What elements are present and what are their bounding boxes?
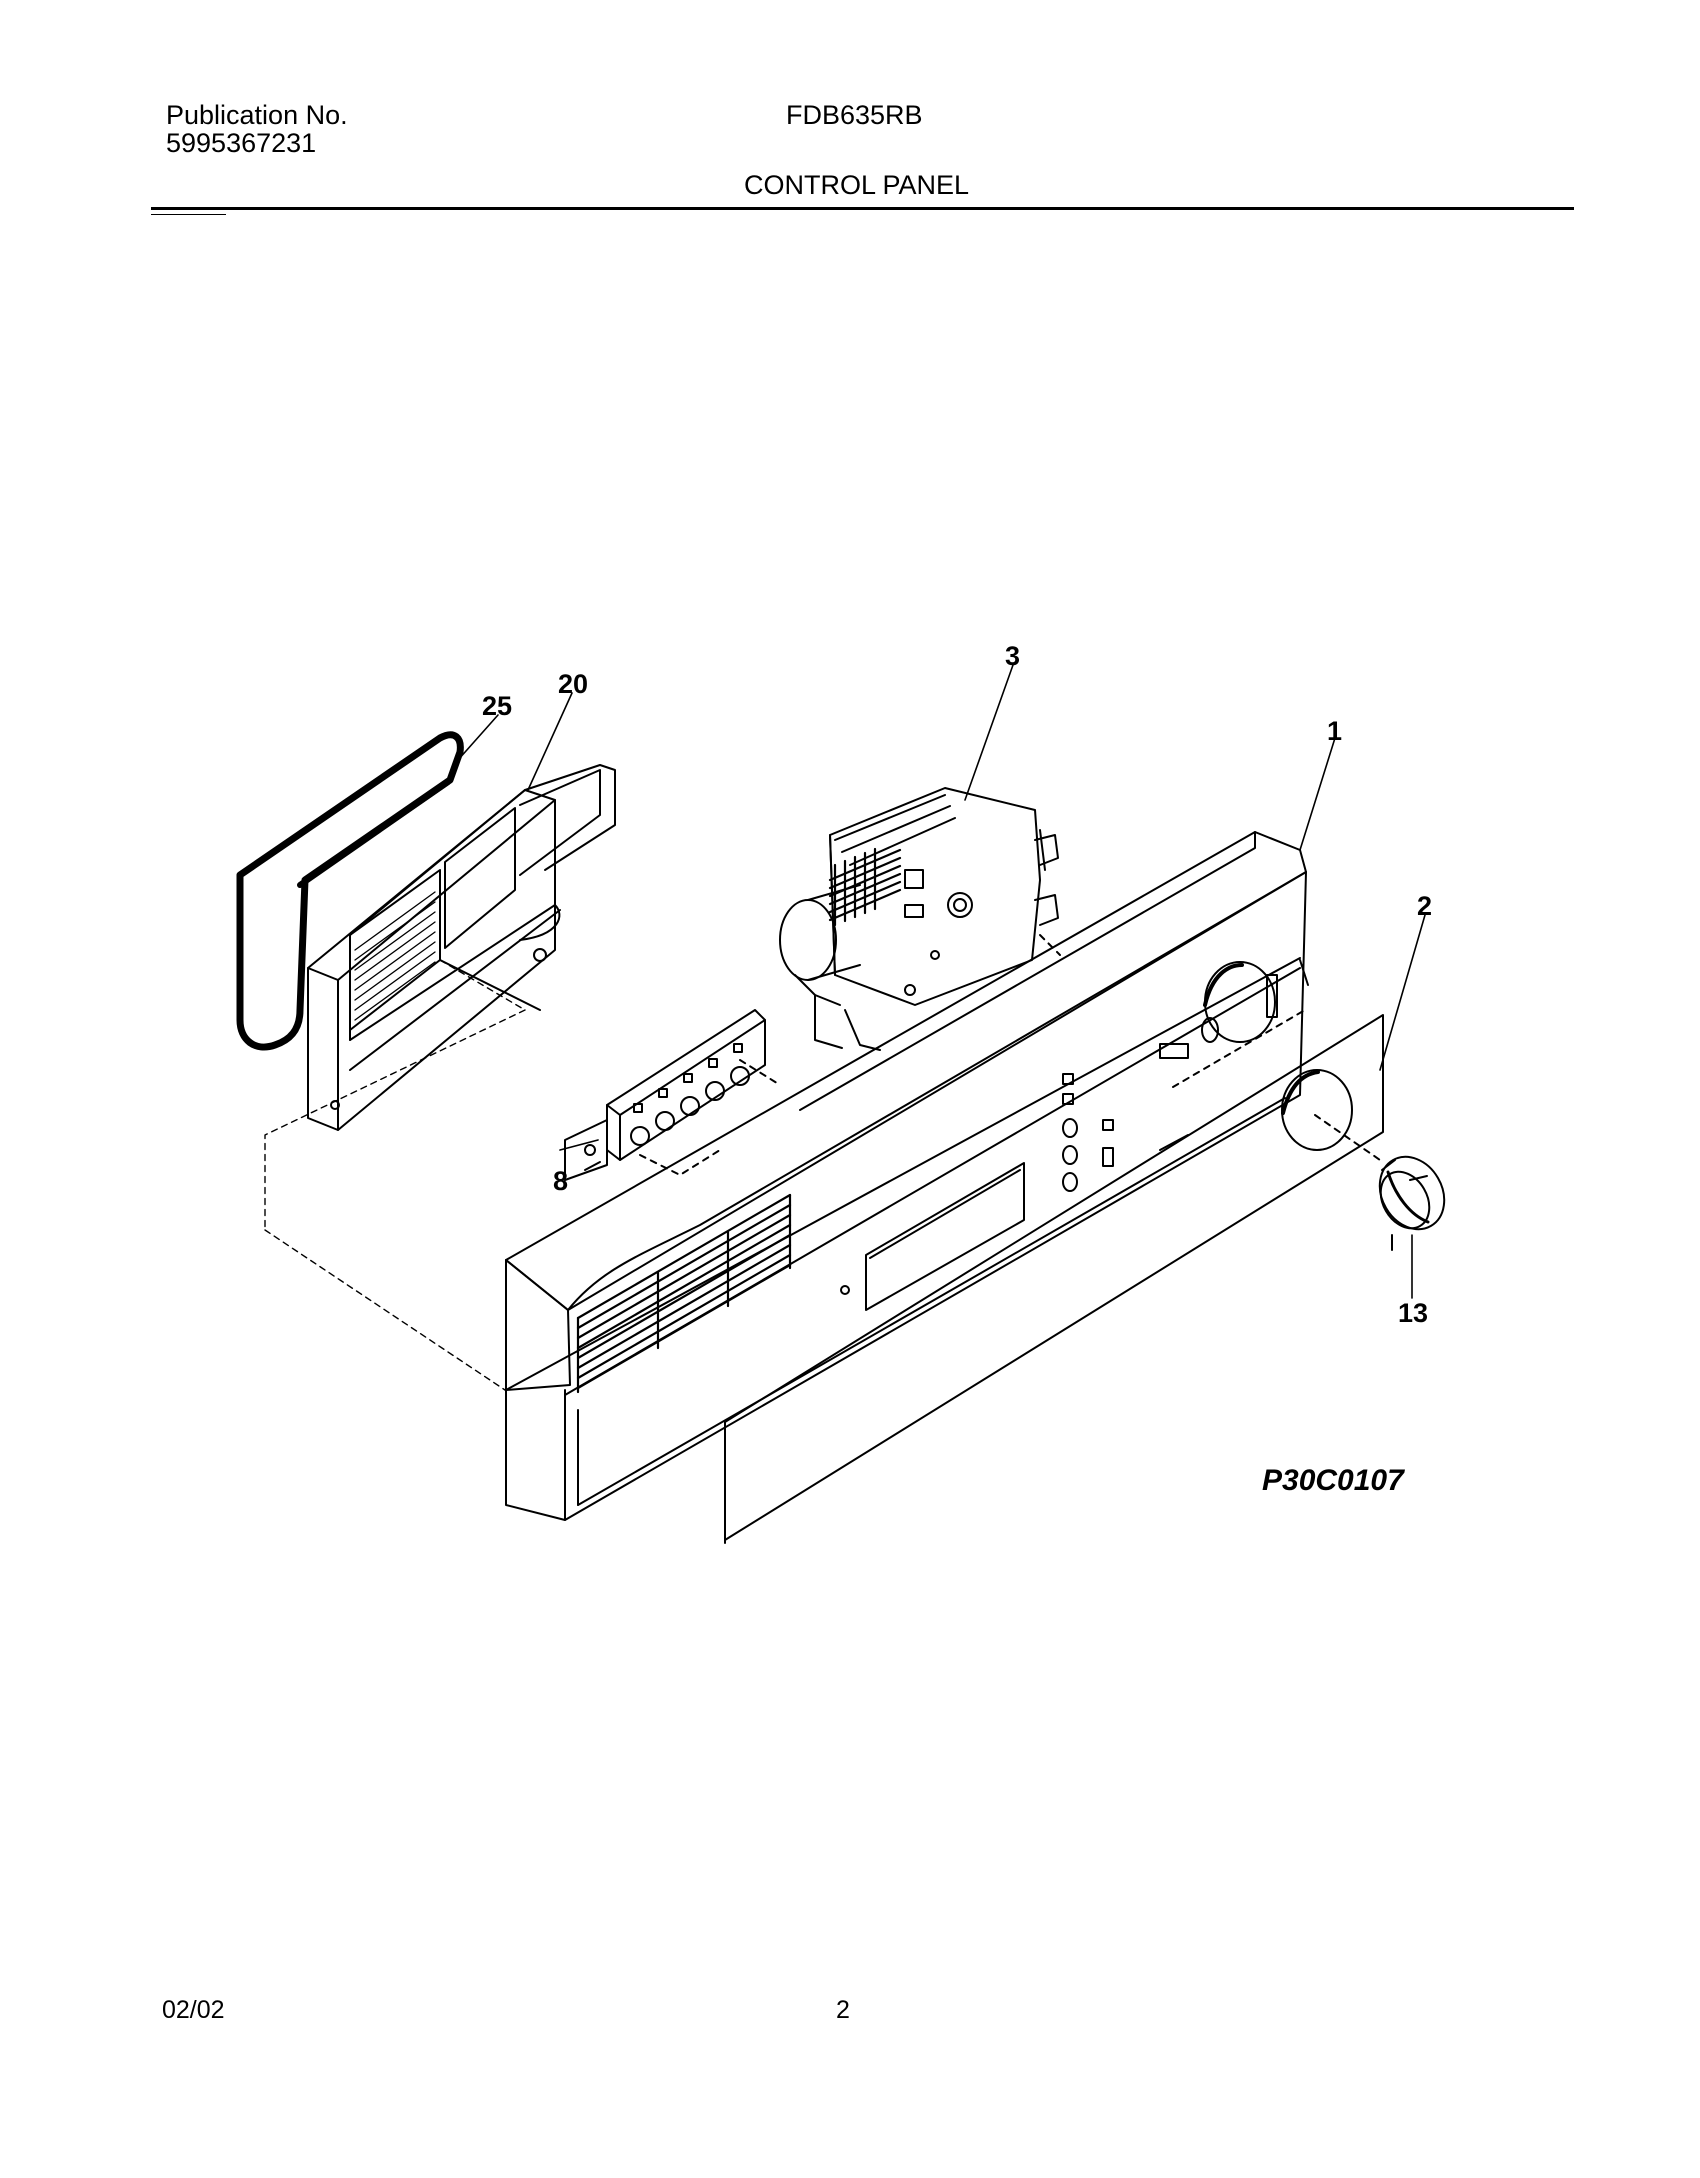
overlay-panel bbox=[724, 1014, 1384, 1544]
callout-1: 1 bbox=[1327, 716, 1342, 746]
timer bbox=[779, 787, 1061, 1051]
hidden-lines bbox=[264, 959, 526, 1391]
console-buttons bbox=[1062, 1073, 1114, 1192]
control-knob bbox=[1378, 1155, 1446, 1251]
console-vents bbox=[576, 1193, 792, 1394]
switch-buttons bbox=[630, 1043, 750, 1146]
dispenser-frame bbox=[307, 764, 616, 1131]
header-rule bbox=[151, 207, 1574, 210]
callout-20: 20 bbox=[558, 669, 588, 699]
callout-2: 2 bbox=[1417, 891, 1432, 921]
callout-8: 8 bbox=[553, 1166, 568, 1196]
switch-housing bbox=[564, 1009, 781, 1181]
callout-13: 13 bbox=[1398, 1298, 1428, 1328]
leader-lines bbox=[457, 664, 1426, 1299]
gasket bbox=[236, 731, 464, 1051]
callout-3: 3 bbox=[1005, 641, 1020, 671]
footer-date: 02/02 bbox=[162, 1996, 225, 2024]
publication-number: 5995367231 bbox=[166, 128, 317, 158]
header-rule-short bbox=[151, 214, 226, 215]
figure-code: P30C0107 bbox=[1262, 1464, 1405, 1497]
publication-label: Publication No. bbox=[166, 100, 348, 130]
console-panel bbox=[505, 831, 1309, 1521]
page-number: 2 bbox=[836, 1996, 850, 2024]
callout-25: 25 bbox=[482, 691, 512, 721]
section-title: CONTROL PANEL bbox=[744, 170, 970, 200]
model-number: FDB635RB bbox=[786, 100, 923, 130]
